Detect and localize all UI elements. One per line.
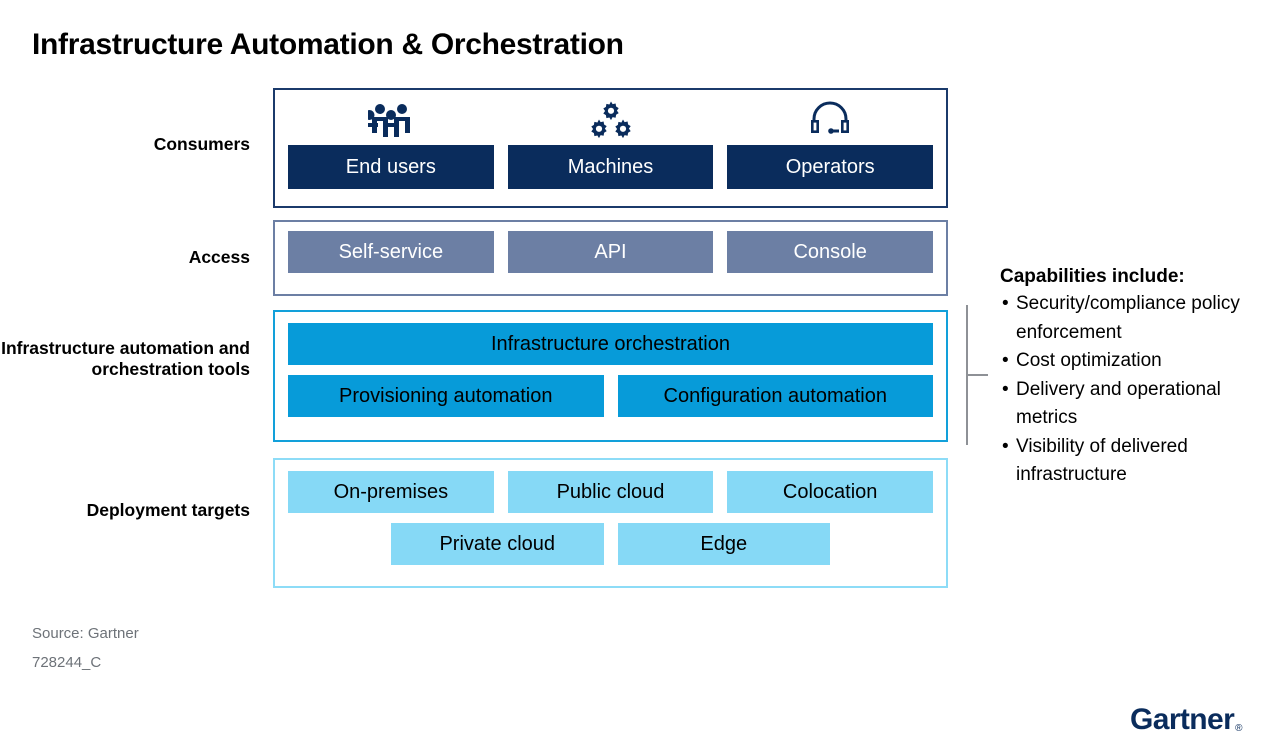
access-item-self-service[interactable]: Self-service <box>288 231 494 273</box>
headset-icon <box>727 99 933 141</box>
deployment-item-colocation[interactable]: Colocation <box>727 471 934 513</box>
row-label-access: Access <box>188 247 250 267</box>
capabilities-item: Delivery and operational metrics <box>1000 376 1262 433</box>
deployment-targets-band: On-premises Public cloud Colocation Priv… <box>273 458 948 588</box>
people-group-icon <box>288 99 494 141</box>
consumer-item-machines[interactable]: Machines <box>507 145 714 189</box>
capabilities-list: Security/compliance policy enforcement C… <box>1000 290 1262 490</box>
deployment-row-1: On-premises Public cloud Colocation <box>288 471 934 513</box>
deployment-row-2: Private cloud Edge <box>288 523 933 565</box>
gartner-logo: Gartner® <box>1130 703 1243 737</box>
deployment-item-on-premises[interactable]: On-premises <box>288 471 494 513</box>
tool-item-infrastructure-orchestration[interactable]: Infrastructure orchestration <box>288 323 933 365</box>
consumer-item-end-users[interactable]: End users <box>288 145 494 189</box>
access-band: Self-service API Console <box>273 220 948 296</box>
consumer-items-row: End users Machines Operators <box>288 145 934 189</box>
infrastructure-tools-band: Infrastructure orchestration Provisionin… <box>273 310 948 442</box>
tools-bottom-row: Provisioning automation Configuration au… <box>288 375 933 417</box>
tools-top-row: Infrastructure orchestration <box>288 323 933 365</box>
row-label-infrastructure-tools: Infrastructure automation and orchestrat… <box>1 338 250 379</box>
consumer-item-operators[interactable]: Operators <box>727 145 934 189</box>
access-items-row: Self-service API Console <box>288 231 934 273</box>
source-label: Source: Gartner <box>32 625 139 642</box>
tool-item-provisioning-automation[interactable]: Provisioning automation <box>288 375 604 417</box>
row-label-consumers: Consumers <box>153 134 250 154</box>
capabilities-title: Capabilities include: <box>1000 266 1185 287</box>
gartner-logo-text: Gartner <box>1130 703 1235 736</box>
gears-icon <box>508 99 714 141</box>
deployment-item-public-cloud[interactable]: Public cloud <box>507 471 714 513</box>
capabilities-panel: Capabilities include: Security/complianc… <box>1000 266 1262 490</box>
tool-item-configuration-automation[interactable]: Configuration automation <box>617 375 933 417</box>
capabilities-item: Visibility of delivered infrastructure <box>1000 433 1262 490</box>
bracket-horizontal-line <box>966 374 988 376</box>
capabilities-item: Cost optimization <box>1000 347 1262 376</box>
consumer-icon-row <box>288 99 933 141</box>
registered-trademark-icon: ® <box>1235 723 1242 734</box>
access-item-console[interactable]: Console <box>727 231 934 273</box>
page-title: Infrastructure Automation & Orchestratio… <box>32 28 624 61</box>
deployment-item-private-cloud[interactable]: Private cloud <box>391 523 604 565</box>
row-label-deployment-targets: Deployment targets <box>86 500 250 520</box>
capabilities-item: Security/compliance policy enforcement <box>1000 290 1262 347</box>
access-item-api[interactable]: API <box>507 231 714 273</box>
consumers-band: End users Machines Operators <box>273 88 948 208</box>
deployment-item-edge[interactable]: Edge <box>617 523 830 565</box>
bracket-connector <box>966 305 988 445</box>
document-id-label: 728244_C <box>32 654 102 671</box>
